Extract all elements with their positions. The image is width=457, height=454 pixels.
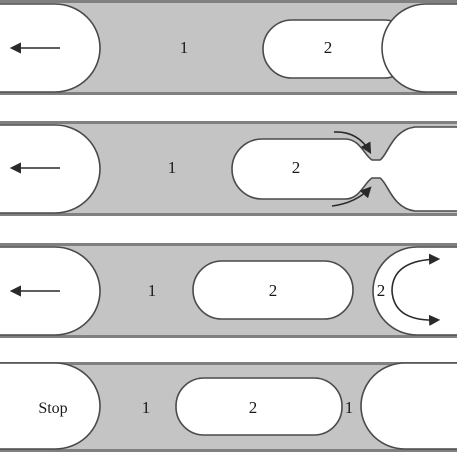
- channel-bottom-wall: [0, 213, 457, 216]
- phase-1-label: 1: [180, 38, 189, 57]
- panel-2: 1 2: [0, 121, 457, 216]
- channel-top-wall: [0, 362, 457, 365]
- channel-bottom-wall: [0, 92, 457, 95]
- panel-1: 1 2: [0, 0, 457, 95]
- stop-label: Stop: [38, 400, 67, 417]
- channel-top-wall: [0, 243, 457, 246]
- phase-2-label: 2: [269, 281, 278, 300]
- channel-top-wall: [0, 0, 457, 3]
- right-bubble: [372, 246, 457, 336]
- flow-arrow-icon-bottom: [331, 186, 372, 207]
- right-bubble: [360, 362, 457, 450]
- phase-2-label: 2: [324, 38, 333, 57]
- flow-arrow-icon-top: [333, 131, 372, 154]
- left-bubble: [0, 362, 101, 450]
- recirculation-arrow-icon-top: [391, 253, 441, 292]
- phase-2-label: 2: [292, 158, 301, 177]
- phase-1-right-label: 1: [345, 398, 354, 417]
- right-bubble: [381, 3, 457, 93]
- phase-1-label: 1: [142, 398, 151, 417]
- phase-2-label: 2: [249, 398, 258, 417]
- channel-top-wall: [0, 121, 457, 124]
- phase-2-right-label: 2: [377, 281, 386, 300]
- channel-bottom-wall: [0, 335, 457, 338]
- middle-bubble: [192, 260, 354, 320]
- middle-bubble: [175, 377, 343, 436]
- phase-1-label: 1: [168, 158, 177, 177]
- middle-bubble-necking: [231, 126, 457, 212]
- panel-3: 1 2 2: [0, 243, 457, 338]
- panel-4: Stop 1 2 1: [0, 362, 457, 452]
- left-bubble: [0, 124, 101, 214]
- recirculation-arrow-icon-bottom: [391, 290, 441, 326]
- channel-bottom-wall: [0, 449, 457, 452]
- phase-1-label: 1: [148, 281, 157, 300]
